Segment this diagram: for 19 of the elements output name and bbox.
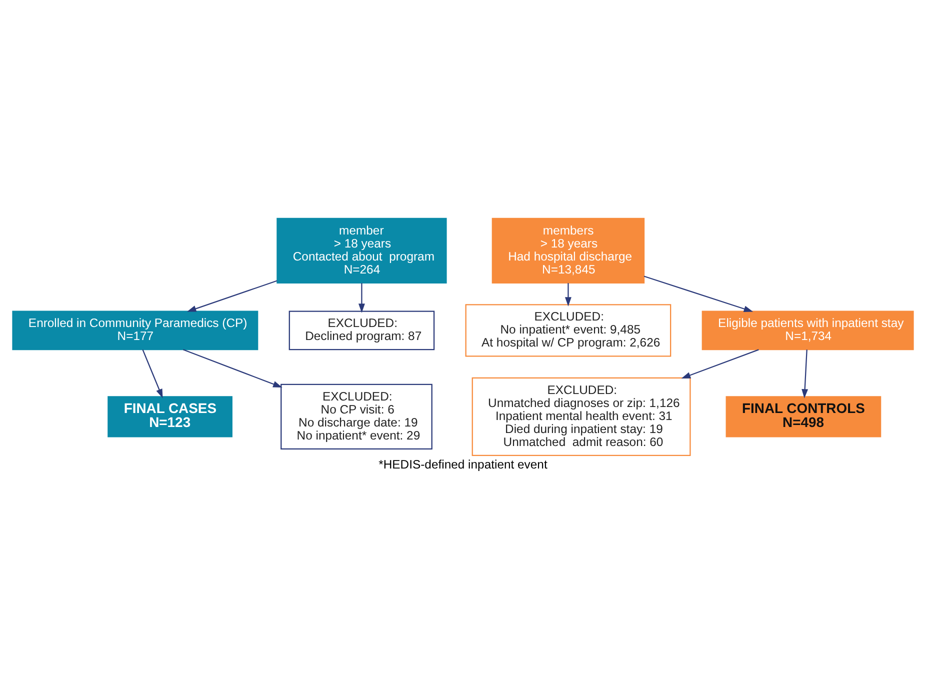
arrow [644,276,754,312]
node-box: FINAL CONTROLS N=498 [726,396,882,438]
arrow [183,349,282,388]
arrow [142,349,163,398]
node-box: member > 18 years Contacted about program N=264 [276,218,447,284]
node-box: Enrolled in Community Paramedics (CP) N=177 [12,310,258,350]
arrow [802,350,808,398]
node-box: Eligible patients with inpatient stay N=1,734 [702,310,914,350]
node-box: EXCLUDED: Declined program: 87 [288,310,435,350]
arrow [358,283,365,313]
arrow [681,349,759,379]
node-box: members > 18 years Had hospital discharge N=13,845 [492,218,645,284]
arrow [186,280,278,312]
node-box: EXCLUDED: No inpatient* event: 9,485 At hospital w/ CP program: 2,626 [465,304,672,357]
node-box: EXCLUDED: No CP visit: 6 No discharge date: 19 No inpatient* event: 29 [280,384,432,450]
node-box: FINAL CASES N=123 [108,396,232,438]
node-box: EXCLUDED: Unmatched diagnoses or zip: 1,126 Inpatient mental health event: 31 Died during inpatient stay: 19 Unmatched admit reason: 60 [472,377,691,456]
caption: *HEDIS-defined inpatient event [378,458,548,472]
arrow [564,283,572,306]
